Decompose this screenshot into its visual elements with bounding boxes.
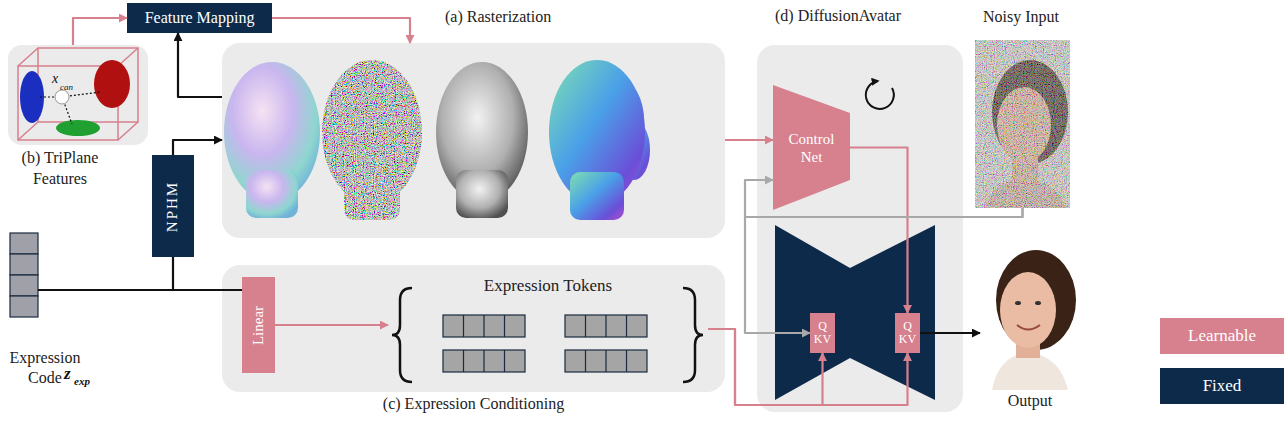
panel-heading: (d) DiffusionAvatar [775, 7, 901, 25]
module-label: Control Net [780, 130, 844, 166]
rasterized-heads [224, 60, 650, 220]
connector [272, 18, 410, 43]
math-label: z [64, 364, 71, 384]
module-label: Feature Mapping [145, 9, 255, 27]
fixed-module-box: NPHM [152, 155, 194, 257]
attention-box: Q KV [810, 313, 835, 353]
connector [708, 329, 908, 405]
noisy-input-image [975, 40, 1070, 208]
diffusion-networks [773, 81, 935, 400]
connector [275, 324, 388, 326]
connector [850, 148, 908, 314]
group-heading: Expression Tokens [388, 276, 708, 296]
curly-brackets [392, 288, 703, 382]
connector [73, 18, 127, 45]
legend-text: Fixed [1203, 376, 1242, 396]
math-label: exp [74, 375, 90, 387]
legend-swatch: Learnable [1160, 318, 1284, 354]
expression-code-vector [10, 233, 38, 317]
expression-token-bars [443, 315, 647, 372]
triplane-figure [18, 48, 138, 140]
connector [920, 332, 980, 334]
connector [745, 180, 1023, 217]
output-image [992, 250, 1076, 390]
legend-swatch: Fixed [1160, 368, 1284, 404]
attention-label: Q KV [813, 320, 833, 346]
panel-heading: (b) TriPlane Features [0, 148, 120, 190]
attention-label: Q KV [898, 320, 918, 346]
legend-text: Learnable [1188, 326, 1256, 346]
math-label: can [60, 82, 73, 92]
connector [178, 33, 222, 97]
module-label: Linear [250, 305, 267, 344]
connector [708, 329, 823, 405]
module-label: NPHM [165, 180, 182, 231]
connector [38, 257, 173, 290]
math-label: x [52, 71, 58, 87]
connector [38, 289, 242, 291]
fixed-module-box: Feature Mapping [127, 3, 272, 33]
connector [745, 208, 1023, 333]
connector [725, 139, 773, 141]
panel-heading: (a) Rasterization [445, 8, 551, 26]
panel-heading: (c) Expression Conditioning [222, 395, 725, 413]
connector [173, 140, 222, 155]
learnable-module-box: Linear [242, 277, 275, 373]
image-caption: Output [980, 392, 1080, 410]
image-caption: Noisy Input [983, 8, 1059, 26]
token-group: Expression Tokens [388, 272, 708, 386]
attention-box: Q KV [895, 313, 920, 353]
